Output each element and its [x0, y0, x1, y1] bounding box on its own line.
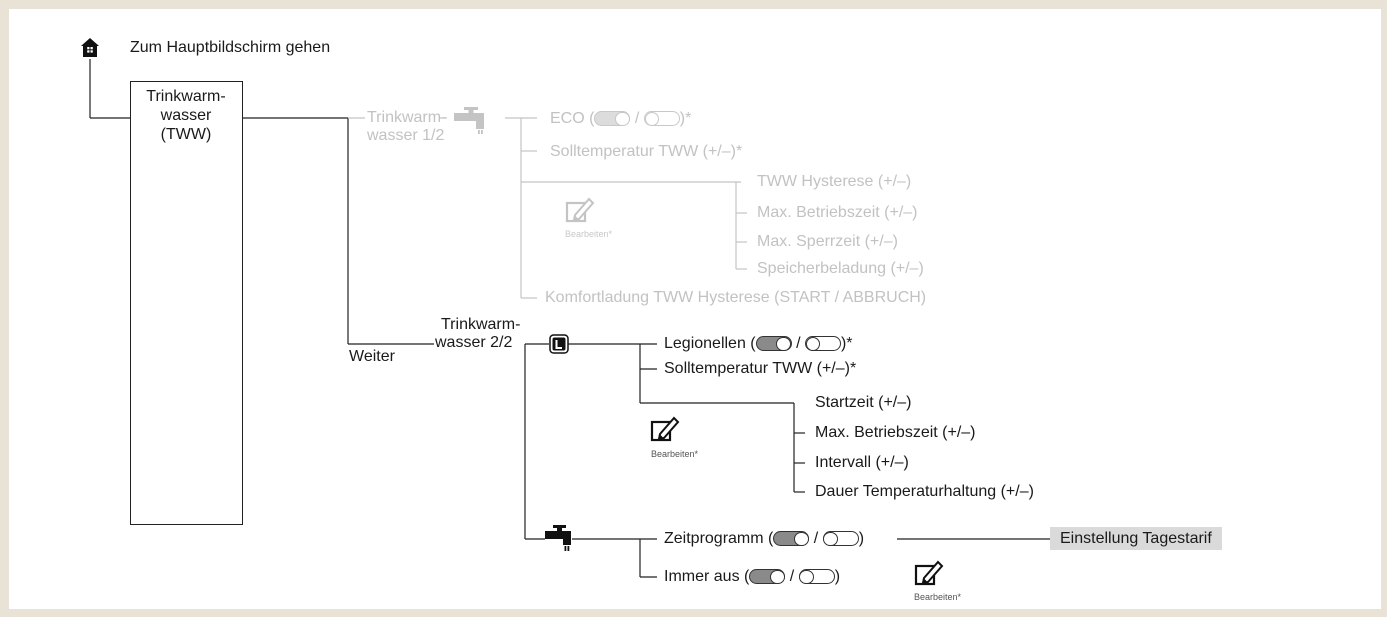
tagestarif-setting[interactable]: Einstellung Tagestarif [1050, 527, 1222, 550]
page2-title-line2: wasser 2/2 [435, 334, 513, 351]
eco-label: ECO ( [550, 110, 595, 127]
zeitprogramm-sep: / [809, 530, 823, 547]
toggle-off-icon [804, 336, 841, 352]
page1-title-line2: wasser 1/2 [367, 127, 445, 144]
faucet-icon [545, 525, 571, 551]
faucet-icon [454, 107, 484, 134]
page1-setpoint[interactable]: Solltemperatur TWW (+/–)* [550, 143, 743, 160]
weiter-label[interactable]: Weiter [349, 348, 395, 365]
page1-edit-item[interactable]: Max. Betriebszeit (+/–) [757, 204, 918, 221]
zeitprogramm-option[interactable]: Zeitprogramm ( / ) [664, 530, 864, 548]
edit-icon[interactable] [650, 414, 680, 444]
page1-comfort[interactable]: Komfortladung TWW Hysterese (START / ABB… [545, 289, 927, 306]
legionella-icon [549, 334, 569, 354]
immer-aus-option[interactable]: Immer aus ( / ) [664, 568, 840, 586]
eco-suffix: )* [679, 110, 692, 127]
connector-lines [89, 59, 1050, 578]
edit-icon[interactable] [565, 195, 595, 225]
root-menu-box [130, 81, 243, 525]
tarif-edit-label: Bearbeiten* [914, 592, 962, 602]
page2-edit-item[interactable]: Max. Betriebszeit (+/–) [815, 424, 976, 441]
toggle-off-icon [822, 531, 859, 547]
legionellen-label: Legionellen ( [664, 335, 756, 352]
zeitprogramm-suffix: ) [858, 530, 865, 547]
root-title-line1: Trinkwarm- [146, 88, 226, 105]
home-icon[interactable] [80, 37, 100, 59]
home-label[interactable]: Zum Hauptbildschirm gehen [130, 39, 331, 56]
page1-edit-label: Bearbeiten* [565, 229, 613, 239]
toggle-on-icon [755, 336, 792, 352]
toggle-on-icon [749, 569, 786, 585]
immer-aus-label: Immer aus ( [664, 568, 750, 585]
immer-aus-suffix: ) [834, 568, 841, 585]
edit-icon[interactable] [914, 558, 944, 588]
legionellen-option[interactable]: Legionellen ( / )* [664, 335, 853, 353]
page2-edit-item[interactable]: Startzeit (+/–) [815, 394, 912, 411]
legionellen-suffix: )* [840, 335, 853, 352]
page2-edit-item[interactable]: Intervall (+/–) [815, 454, 909, 471]
page1-edit-item[interactable]: TWW Hysterese (+/–) [757, 173, 912, 190]
page1-edit-item[interactable]: Max. Sperrzeit (+/–) [757, 233, 898, 250]
toggle-on-icon [594, 111, 631, 127]
root-title[interactable]: Trinkwarm- wasser (TWW) [130, 87, 242, 144]
page2-title-line1: Trinkwarm- [441, 316, 521, 333]
root-title-line2: wasser [160, 107, 212, 124]
zeitprogramm-label: Zeitprogramm ( [664, 530, 774, 547]
root-title-line3: (TWW) [160, 126, 212, 143]
page2-setpoint[interactable]: Solltemperatur TWW (+/–)* [664, 360, 857, 377]
page1-edit-item[interactable]: Speicherbeladung (+/–) [757, 260, 924, 277]
eco-sep: / [630, 110, 644, 127]
page2-edit-label: Bearbeiten* [651, 449, 699, 459]
toggle-on-icon [773, 531, 810, 547]
menu-tree-diagram: Zum Hauptbildschirm gehen Trinkwarm- was… [9, 9, 1381, 609]
page2-edit-item[interactable]: Dauer Temperaturhaltung (+/–) [815, 483, 1034, 500]
page1-eco-option[interactable]: ECO ( / )* [550, 110, 691, 128]
toggle-off-icon [798, 569, 835, 585]
toggle-off-icon [643, 111, 680, 127]
immer-aus-sep: / [785, 568, 799, 585]
legionellen-sep: / [791, 335, 805, 352]
page1-title-line1: Trinkwarm- [367, 109, 447, 126]
